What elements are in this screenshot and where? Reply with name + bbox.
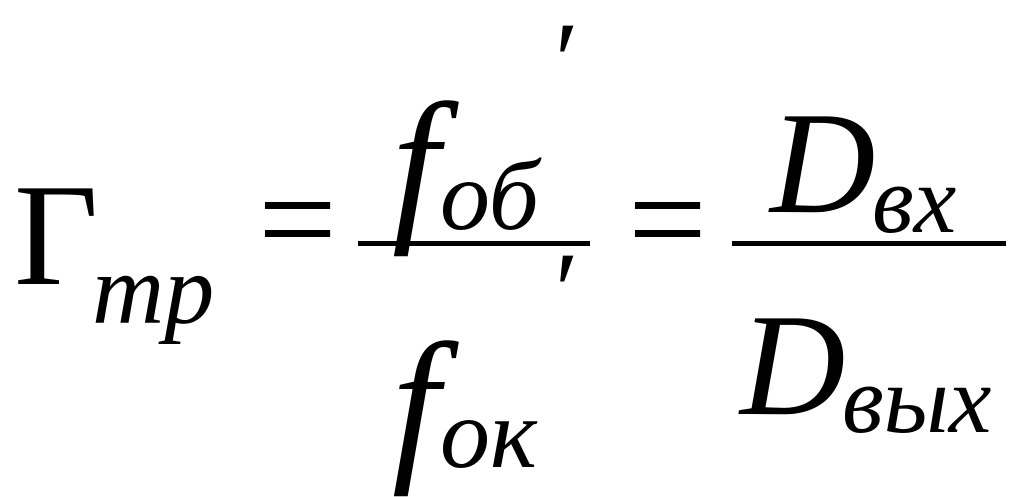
numerator-d-subscript: вх <box>872 146 957 253</box>
numerator-d-symbol: D <box>770 82 876 244</box>
denominator-d-symbol: D <box>740 284 846 446</box>
equals-sign-1: = <box>258 142 337 297</box>
fraction-bar-2 <box>732 241 1006 246</box>
numerator-prime: ′ <box>548 0 573 122</box>
denominator-subscript: ок <box>440 378 537 489</box>
gamma-symbol: Γ <box>14 154 99 316</box>
denominator-f-symbol: f <box>392 309 440 497</box>
denominator-prime: ′ <box>548 230 573 352</box>
gamma-subscript: тр <box>92 234 215 345</box>
numerator-subscript: об <box>440 140 539 251</box>
denominator-d-subscript: вых <box>842 346 992 453</box>
fraction-bar-1 <box>358 241 590 246</box>
formula: Γ тр = ′ f об ′ f ок = D вх D вых <box>14 0 1006 497</box>
equals-sign-2: = <box>628 142 707 297</box>
numerator-f-symbol: f <box>392 69 440 257</box>
